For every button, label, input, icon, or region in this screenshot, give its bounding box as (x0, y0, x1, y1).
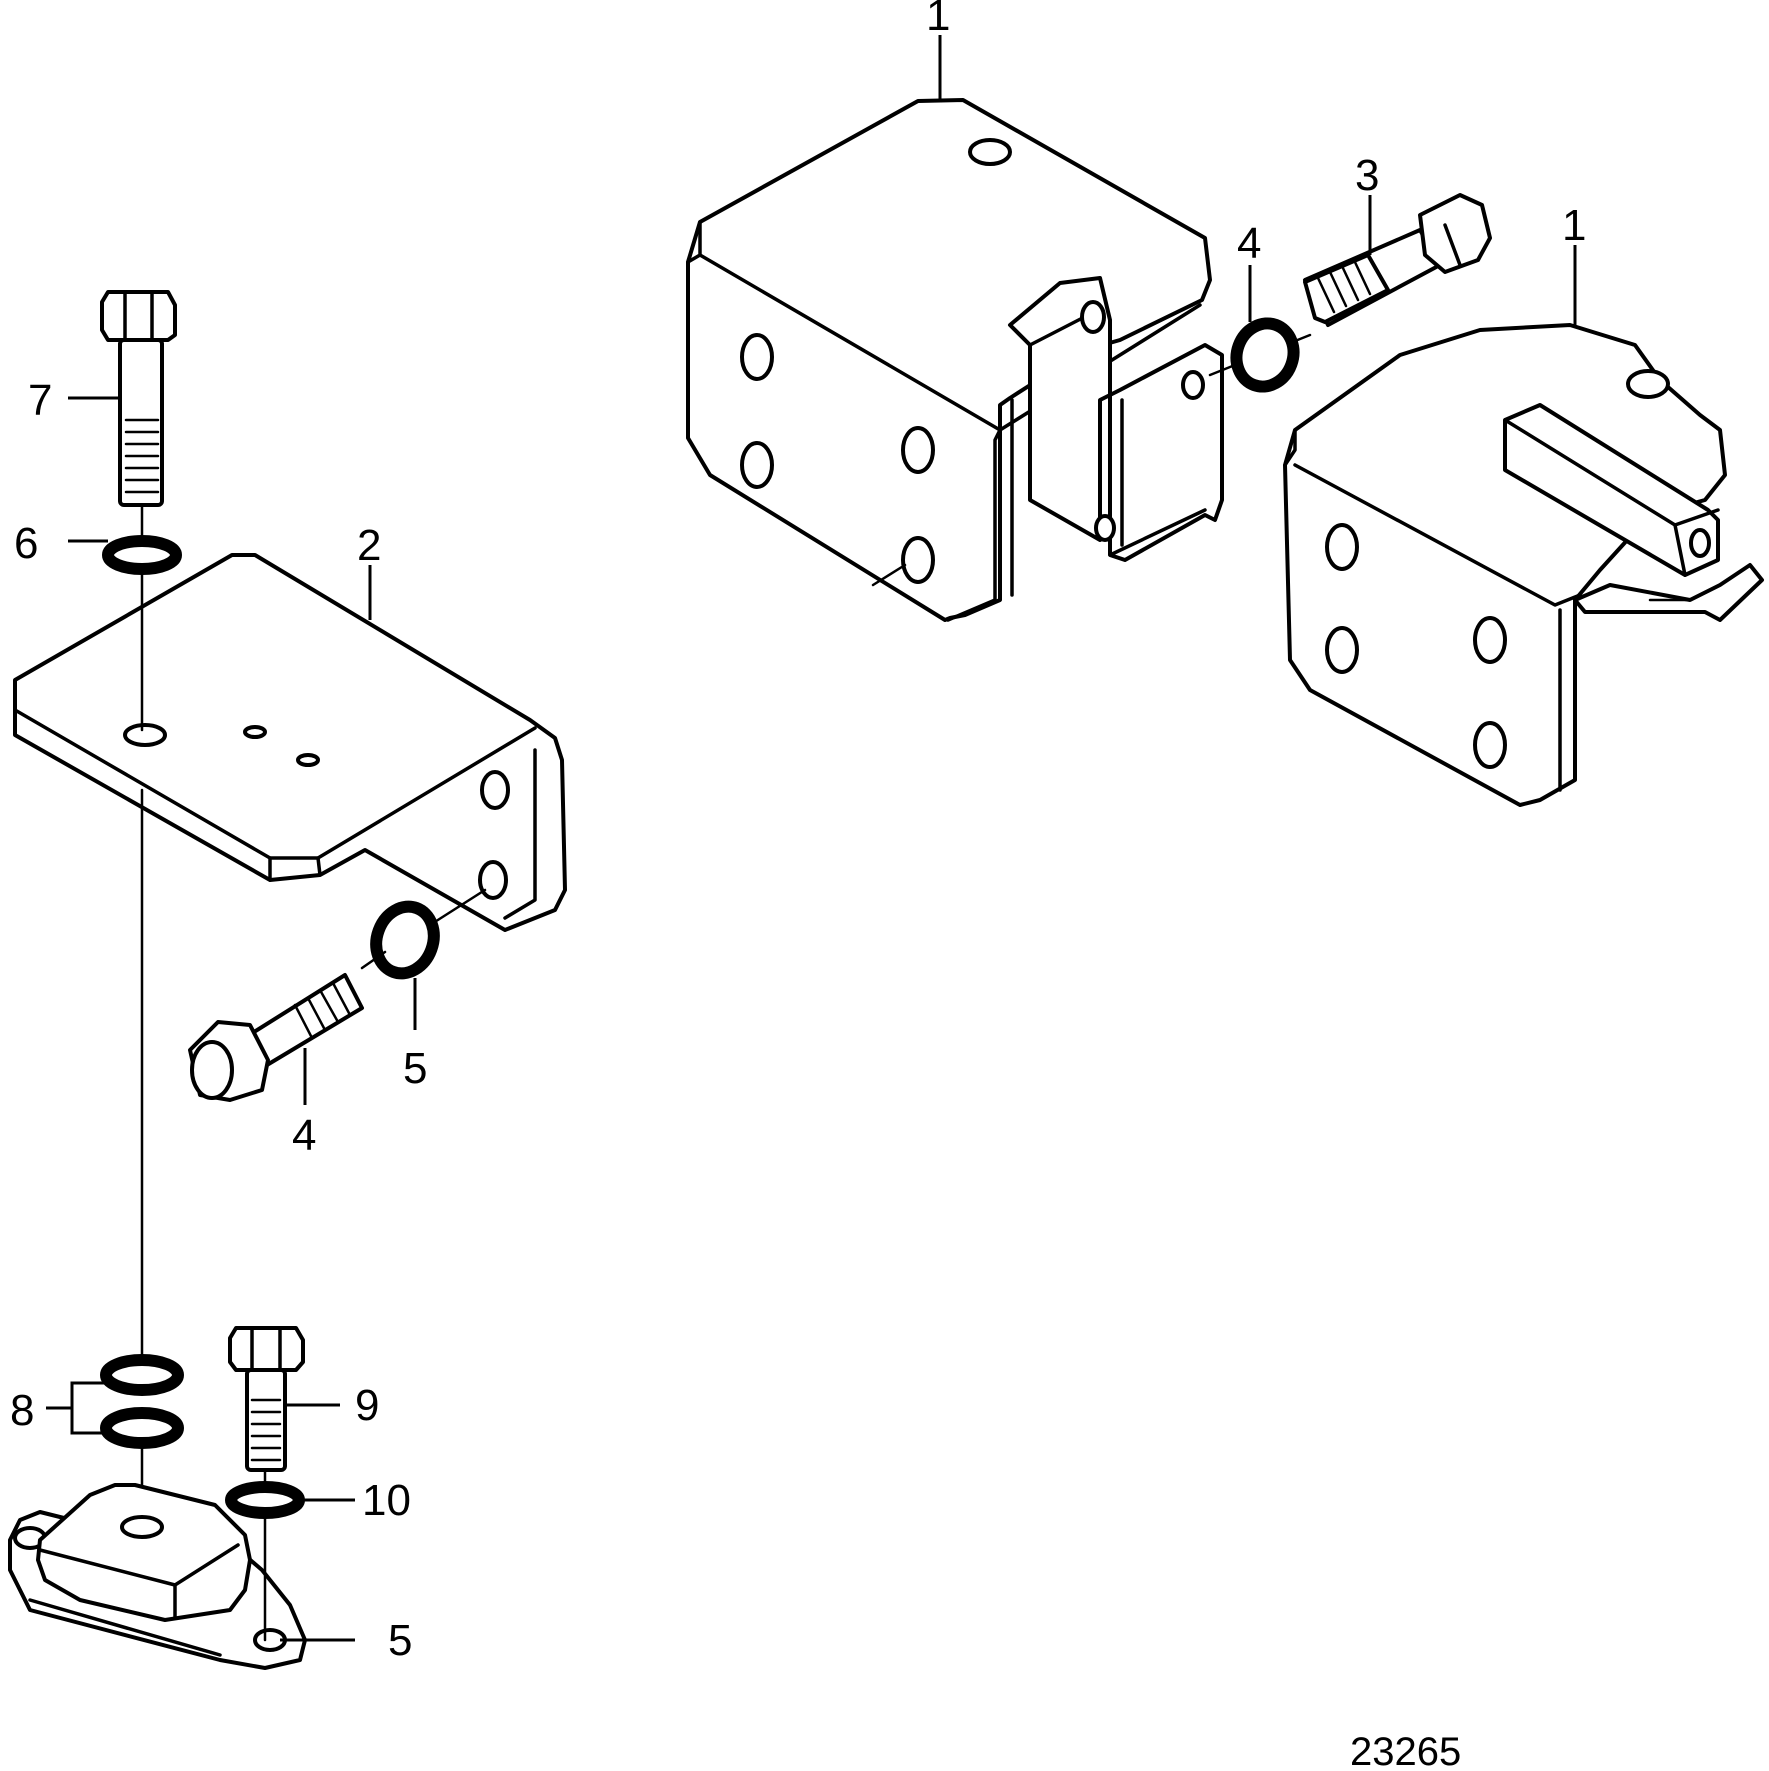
callout-1-left: 1 (926, 0, 950, 40)
callout-4-lower: 4 (292, 1111, 316, 1160)
callout-1-right: 1 (1562, 201, 1586, 250)
callout-4-upper: 4 (1237, 219, 1261, 268)
bolt-9 (228, 1326, 305, 1472)
drawing-number: 23265 (1350, 1730, 1461, 1771)
callout-7: 7 (28, 376, 52, 425)
washer-10 (225, 1481, 305, 1519)
callout-5-middle: 5 (403, 1044, 427, 1093)
callout-5-lower: 5 (388, 1616, 412, 1665)
callout-9: 9 (355, 1381, 379, 1430)
rubber-mount-5 (8, 1483, 307, 1670)
callout-3: 3 (1355, 151, 1379, 200)
washer-4-upper (1230, 317, 1300, 393)
engine-bracket-1-right (1283, 323, 1764, 807)
mounting-plate-2 (13, 553, 567, 932)
leader-lines (46, 35, 1577, 1642)
bolt-4 (188, 973, 364, 1102)
callout-6: 6 (14, 519, 38, 568)
engine-bracket-1-left (686, 98, 1224, 622)
washer-5-middle (370, 900, 440, 980)
callout-2: 2 (357, 521, 381, 570)
washers-8 (100, 1354, 184, 1449)
bolt-3 (1303, 193, 1492, 327)
washer-6 (102, 535, 182, 575)
bolt-7 (100, 290, 177, 507)
callout-8: 8 (10, 1386, 34, 1435)
callout-10: 10 (362, 1476, 411, 1525)
